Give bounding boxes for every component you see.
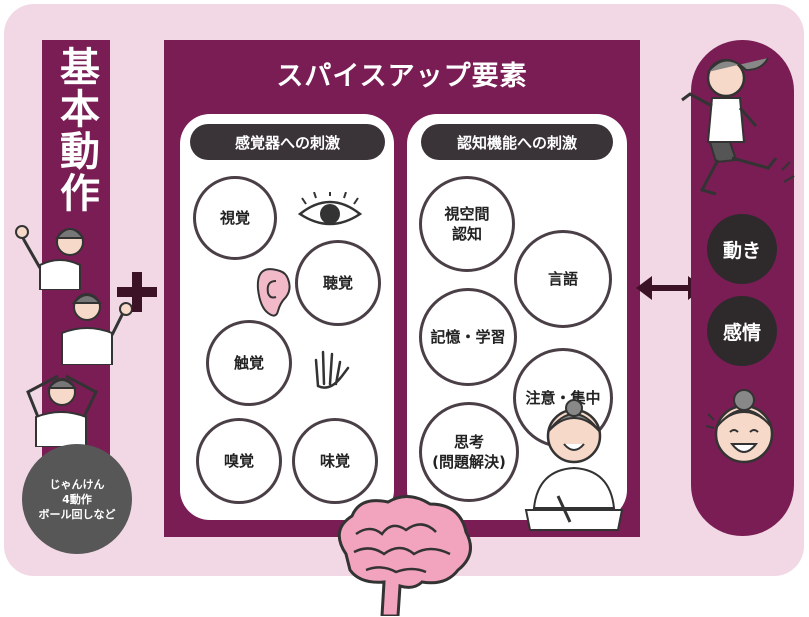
ear-icon bbox=[256, 268, 291, 317]
basic-movement-title: 基本動作 bbox=[53, 46, 99, 214]
cognition-label: 注意・集中 bbox=[525, 389, 601, 407]
cognition-label: 思考 bbox=[453, 433, 484, 451]
sense-touch: 触覚 bbox=[206, 320, 292, 406]
emotion-label: 感情 bbox=[722, 321, 761, 344]
spice-up-title: スパイスアップ要素 bbox=[276, 61, 528, 92]
sense-hearing: 聴覚 bbox=[295, 240, 381, 326]
hand-icon bbox=[314, 350, 350, 389]
sense-sight: 視覚 bbox=[193, 176, 277, 260]
sense-label: 聴覚 bbox=[322, 274, 353, 292]
brain-icon bbox=[337, 495, 472, 616]
eye-icon bbox=[297, 192, 363, 226]
sense-taste: 味覚 bbox=[292, 418, 378, 504]
cognition-thinking: 思考 (問題解決) bbox=[419, 402, 519, 502]
stretching-person-illustration-1 bbox=[15, 225, 85, 290]
person-writing-illustration bbox=[524, 399, 624, 531]
movement-label: 動き bbox=[722, 239, 761, 262]
sense-label: 視覚 bbox=[219, 209, 250, 227]
cognition-language: 言語 bbox=[514, 230, 612, 328]
sense-label: 触覚 bbox=[233, 354, 264, 372]
cognition-label: (問題解決) bbox=[432, 453, 506, 471]
sense-label: 嗅覚 bbox=[223, 452, 254, 470]
plus-icon bbox=[117, 272, 157, 312]
running-woman-illustration bbox=[681, 57, 795, 196]
sense-label: 味覚 bbox=[319, 452, 350, 470]
example-line: 4動作 bbox=[62, 492, 92, 506]
movement-circle: 動き bbox=[707, 214, 777, 284]
cognition-label: 視空間 bbox=[444, 205, 490, 223]
sense-smell: 嗅覚 bbox=[196, 418, 282, 504]
example-line: じゃんけん bbox=[49, 477, 105, 491]
double-arrow-icon bbox=[636, 276, 704, 300]
basic-movement-examples: じゃんけん 4動作 ボール回しなど bbox=[22, 444, 132, 554]
cognition-label: 記憶・学習 bbox=[430, 328, 506, 346]
cognition-label: 認知 bbox=[451, 225, 482, 243]
example-line: ボール回しなど bbox=[38, 507, 116, 521]
sensory-stimulus-heading: 感覚器への刺激 bbox=[190, 124, 385, 160]
emotion-circle: 感情 bbox=[707, 296, 777, 366]
cognitive-stimulus-heading: 認知機能への刺激 bbox=[421, 124, 613, 160]
stretching-person-illustration-3 bbox=[26, 374, 98, 447]
smiling-woman-illustration bbox=[705, 389, 774, 464]
cognition-memory-learning: 記憶・学習 bbox=[419, 288, 517, 386]
cognition-label: 言語 bbox=[547, 270, 578, 288]
cognition-visuospatial: 視空間認知 bbox=[419, 176, 515, 272]
stretching-person-illustration-2 bbox=[61, 293, 133, 365]
